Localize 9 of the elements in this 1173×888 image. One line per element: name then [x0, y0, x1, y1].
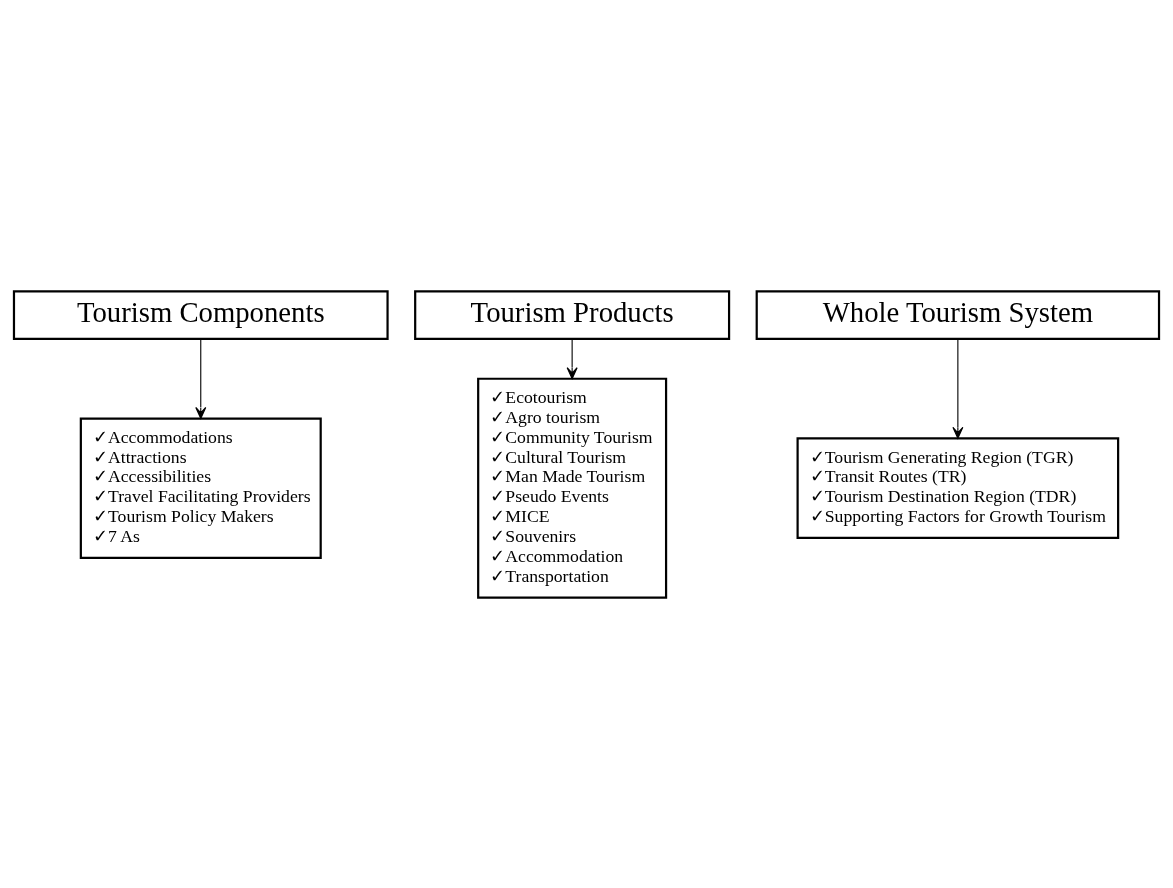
- node-box: ✓Accommodations ✓Attractions ✓Accessibilities ✓Travel Facilitating Providers ✓Tourism Policy Makers ✓7 As: [79, 416, 322, 559]
- arrow: [952, 337, 964, 439]
- node-box: Whole Tourism System: [755, 289, 1161, 340]
- arrow: [195, 337, 207, 419]
- arrow: [566, 337, 578, 379]
- node-box: Tourism Components: [12, 289, 389, 340]
- node-box: ✓Ecotourism ✓Agro tourism ✓Community Tourism ✓Cultural Tourism ✓Man Made Tourism ✓Pseudo Events ✓MICE ✓Souvenirs ✓Accommodation ✓Transportation: [477, 377, 668, 599]
- node-box: ✓Tourism Generating Region (TGR) ✓Transit Routes (TR) ✓Tourism Destination Region (TDR) ✓Supporting Factors for Growth Tourism: [796, 436, 1120, 539]
- node-box: Tourism Products: [414, 289, 731, 340]
